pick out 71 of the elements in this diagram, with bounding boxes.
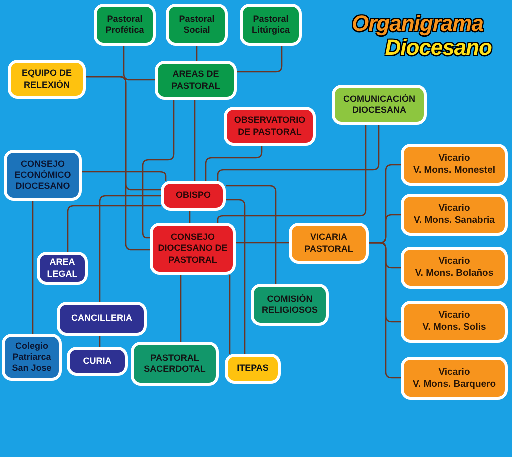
connector-line (369, 242, 401, 379)
connector-line (226, 199, 246, 354)
connector-line (180, 275, 182, 342)
unit-label: VICARIA PASTORAL (304, 232, 354, 255)
unit-label: AREA LEGAL (46, 257, 79, 280)
unit-label: CONSEJO DIOCESANO DE PASTORAL (157, 232, 229, 266)
connector-line (99, 336, 101, 347)
unit-name: V. Mons. Barquero (412, 378, 496, 390)
org-unit-box (289, 223, 369, 264)
unit-label: Pastoral Social (178, 14, 216, 36)
connector-line (217, 125, 380, 181)
org-unit-box (401, 144, 508, 186)
org-unit-box (4, 150, 82, 201)
org-unit-box (150, 223, 236, 275)
connector-line (32, 201, 34, 334)
unit-title: Vicario (438, 310, 470, 322)
connector-line (236, 242, 289, 244)
org-unit-box (2, 334, 62, 381)
connector-line (196, 46, 198, 61)
unit-label: OBSERVATORIO DE PASTORAL (233, 115, 307, 138)
connector-line (194, 100, 196, 181)
org-unit-box (8, 60, 86, 99)
unit-label: PASTORAL SACERDOTAL (143, 352, 207, 376)
connector-line (226, 185, 277, 284)
unit-label: CURIA (83, 356, 112, 368)
unit-label: EQUIPO DE RELEXIÓN (20, 68, 73, 91)
unit-label: CONSEJO ECONÓMICO DIOCESANO (14, 158, 72, 192)
org-unit-box (401, 301, 508, 343)
unit-name: V. Mons. Monestel (414, 165, 496, 177)
connector-line (237, 46, 283, 73)
org-unit-box (225, 354, 281, 384)
org-unit-box (161, 181, 226, 211)
unit-title: Vicario (438, 366, 470, 378)
unit-label: COMISIÓN RELIGIOSOS (260, 294, 319, 316)
connector-line (67, 205, 161, 252)
unit-label: COMUNICACIÓN DIOCESANA (342, 94, 416, 116)
org-unit-box (131, 342, 219, 386)
connector-line (229, 275, 231, 354)
org-unit-box (332, 85, 427, 125)
org-unit-box (37, 252, 88, 285)
unit-name: V. Mons. Sanabria (414, 215, 495, 227)
org-unit-box (251, 284, 329, 326)
unit-label: CANCILLERIA (72, 313, 132, 325)
unit-name: V. Mons. Bolaños (415, 268, 494, 280)
org-unit-box (401, 357, 508, 400)
unit-label: Pastoral Litúrgica (250, 14, 291, 36)
unit-title: Vicario (438, 256, 470, 268)
org-unit-box (155, 61, 237, 100)
unit-label: AREAS DE PASTORAL (170, 69, 222, 92)
unit-label: ITEPAS (237, 363, 269, 375)
connector-line (142, 100, 175, 239)
unit-label: Pastoral Profética (104, 14, 146, 36)
org-unit-box (67, 347, 128, 376)
unit-title: Vicario (438, 153, 470, 165)
connector-line (123, 46, 155, 81)
org-unit-box (401, 194, 508, 236)
org-unit-box (57, 302, 147, 336)
org-unit-box (224, 107, 316, 146)
connector-line (82, 171, 167, 181)
org-unit-box (401, 247, 508, 289)
chart-title: Organigrama Diocesano (352, 12, 492, 60)
org-unit-box (94, 4, 156, 46)
connector-line (99, 195, 161, 302)
unit-title: Vicario (438, 203, 470, 215)
connector-line (189, 211, 191, 223)
connector-line (86, 76, 150, 251)
org-unit-box (166, 4, 228, 46)
unit-label: OBISPO (176, 190, 211, 202)
unit-name: V. Mons. Solis (422, 322, 486, 334)
org-unit-box (240, 4, 302, 46)
unit-label: Colegio Patriarca San Jose (11, 340, 53, 374)
